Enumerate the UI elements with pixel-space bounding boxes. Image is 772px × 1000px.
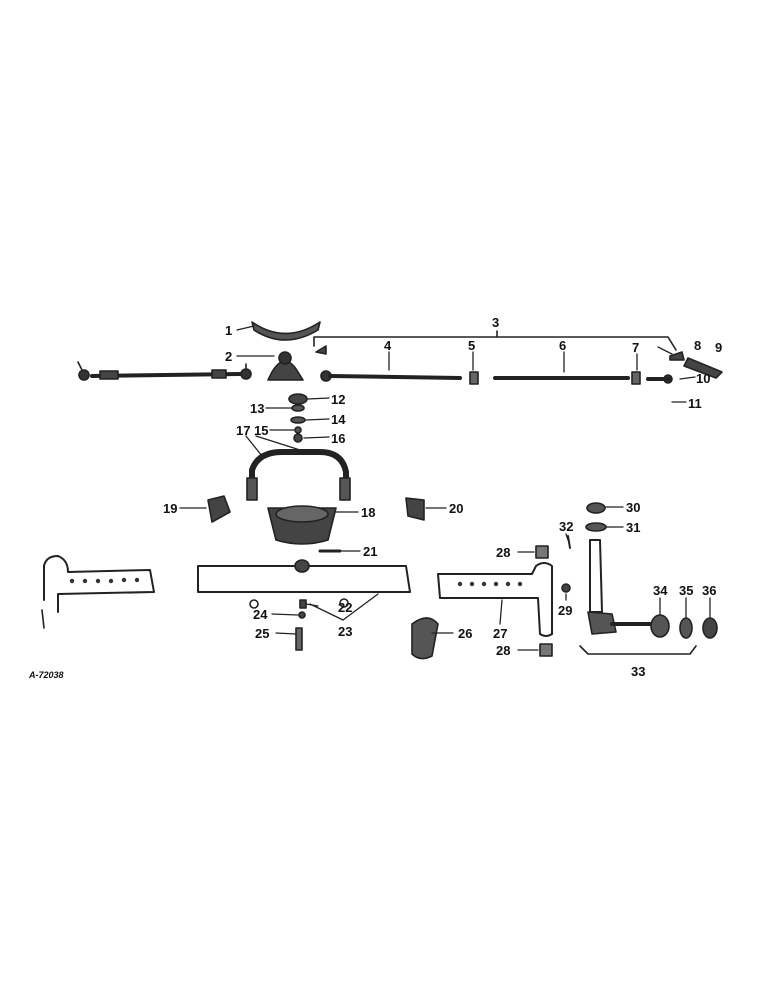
callout-18: 18 — [361, 505, 376, 520]
callout-22: 22 — [338, 600, 353, 615]
bracket-33 — [579, 645, 697, 655]
callout-28-lower: 28 — [496, 643, 511, 658]
callout-31: 31 — [626, 520, 641, 535]
callout-2: 2 — [225, 349, 233, 364]
callout-26: 26 — [458, 626, 473, 641]
callout-16: 16 — [331, 431, 346, 446]
axle-center — [197, 559, 411, 609]
part-7-sleeve — [631, 371, 641, 385]
callout-11: 11 — [688, 396, 702, 411]
part-32 — [567, 535, 571, 549]
part-28-lower — [539, 643, 553, 657]
part-15 — [294, 426, 302, 434]
part-ball-left — [315, 345, 327, 355]
drawing-code: A-72038 — [29, 670, 64, 680]
callout-12: 12 — [331, 392, 346, 407]
callout-23: 23 — [338, 624, 353, 639]
callout-10: 10 — [696, 371, 711, 386]
callout-15: 15 — [254, 423, 269, 438]
part-16 — [293, 433, 303, 443]
part-28-upper — [535, 545, 549, 559]
callout-6: 6 — [559, 338, 567, 353]
callout-33: 33 — [631, 664, 646, 679]
callout-14: 14 — [331, 412, 346, 427]
callout-34: 34 — [653, 583, 668, 598]
callout-19: 19 — [163, 501, 178, 516]
tie-rod-left — [77, 361, 252, 381]
part-30 — [586, 502, 606, 514]
callout-4: 4 — [384, 338, 392, 353]
part-17-yoke — [249, 449, 349, 497]
bracket-3 — [313, 336, 677, 351]
part-9-arm — [683, 357, 723, 379]
part-35 — [679, 617, 693, 639]
part-8-clamp — [669, 351, 685, 361]
callout-21: 21 — [363, 544, 378, 559]
callout-7: 7 — [632, 340, 640, 355]
callout-1: 1 — [225, 323, 233, 338]
part-33-spindle — [587, 539, 652, 635]
part-26-arm — [411, 617, 439, 660]
callout-13: 13 — [250, 401, 265, 416]
callout-35: 35 — [679, 583, 694, 598]
callout-20: 20 — [449, 501, 464, 516]
callout-36: 36 — [702, 583, 717, 598]
part-19 — [207, 495, 231, 523]
callout-17: 17 — [236, 423, 251, 438]
callout-5: 5 — [468, 338, 476, 353]
part-12 — [288, 393, 308, 405]
callout-9: 9 — [715, 340, 723, 355]
callout-30: 30 — [626, 500, 641, 515]
axle-extension-right — [437, 562, 553, 637]
axle-extension-left — [41, 555, 155, 629]
part-24 — [298, 611, 306, 619]
part-34 — [650, 614, 670, 638]
callout-3: 3 — [492, 315, 500, 330]
part-20 — [405, 497, 425, 521]
part-29 — [561, 583, 571, 593]
part-4-tube — [328, 374, 462, 380]
callout-28-upper: 28 — [496, 545, 511, 560]
callout-8: 8 — [694, 338, 702, 353]
part-5-sleeve — [469, 371, 479, 385]
part-36 — [702, 617, 718, 639]
part-22 — [299, 599, 307, 609]
callout-27: 27 — [493, 626, 508, 641]
callout-24: 24 — [253, 607, 268, 622]
part-31 — [585, 522, 607, 532]
part-14 — [290, 416, 306, 424]
part-25 — [295, 627, 303, 651]
callout-25: 25 — [255, 626, 270, 641]
part-1-clamp — [251, 321, 321, 341]
callout-32: 32 — [559, 519, 574, 534]
part-13 — [291, 404, 305, 412]
callout-29: 29 — [558, 603, 573, 618]
